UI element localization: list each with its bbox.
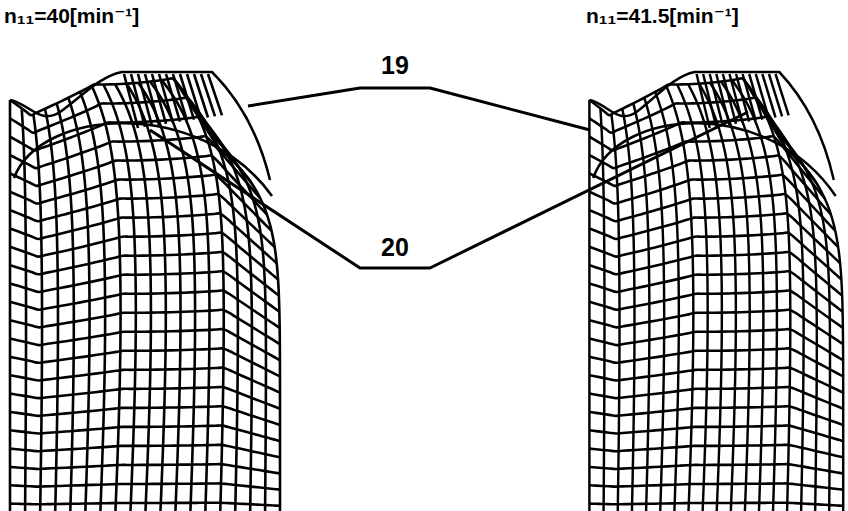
mesh-line — [723, 74, 736, 124]
mesh-line — [10, 464, 280, 473]
mesh-line — [201, 74, 215, 116]
mesh-line — [152, 74, 166, 124]
mesh-line — [10, 72, 270, 180]
mesh-line — [138, 74, 152, 126]
mesh-line — [10, 426, 280, 442]
mesh-line — [589, 426, 843, 442]
mesh-line — [10, 503, 280, 506]
mesh-line — [589, 194, 838, 247]
mesh-line — [589, 72, 833, 180]
callout-number: 20 — [381, 234, 409, 262]
mesh-line — [10, 271, 279, 312]
mesh-line — [697, 74, 710, 128]
mesh-line — [589, 483, 843, 489]
speed-label: n₁₁=40[min⁻¹] — [4, 4, 139, 27]
mesh-line — [10, 290, 280, 327]
mesh-line — [166, 74, 180, 122]
mesh-line — [589, 445, 843, 457]
mesh-line — [124, 74, 138, 128]
mesh-line — [10, 406, 280, 425]
mesh-line — [10, 348, 280, 376]
mesh-line — [769, 74, 782, 116]
mesh-line — [762, 74, 775, 118]
mesh-line — [710, 74, 723, 126]
mesh-line — [703, 74, 716, 127]
mesh-line — [589, 155, 831, 214]
mesh-line — [10, 483, 280, 489]
mesh-line — [10, 194, 275, 247]
mesh-line — [10, 155, 267, 214]
mesh-line — [776, 132, 830, 511]
mesh-line — [756, 74, 769, 119]
callout-number: 19 — [381, 52, 409, 80]
mesh-line — [145, 74, 159, 125]
mesh-line — [749, 74, 762, 120]
mesh-line — [187, 74, 201, 119]
mesh-line — [10, 387, 280, 409]
mesh-line — [194, 74, 208, 118]
leader-line — [150, 112, 748, 268]
mesh-line — [10, 445, 280, 457]
mesh-line — [589, 290, 842, 327]
mesh-line — [593, 123, 836, 196]
mesh-line — [589, 271, 842, 312]
mesh-line — [589, 406, 843, 425]
leader-line — [248, 88, 590, 130]
mesh-line — [589, 503, 843, 506]
mesh-line — [589, 464, 843, 473]
mesh-line — [180, 74, 194, 120]
mesh-line — [159, 74, 173, 123]
mesh-line — [589, 387, 843, 409]
speed-label: n₁₁=41.5[min⁻¹] — [586, 4, 739, 27]
blade-mesh — [589, 72, 843, 511]
mesh-line — [589, 348, 843, 376]
blade-mesh — [10, 72, 280, 511]
mesh-line — [173, 74, 187, 121]
mesh-line — [131, 74, 145, 127]
mesh-line — [716, 74, 729, 125]
